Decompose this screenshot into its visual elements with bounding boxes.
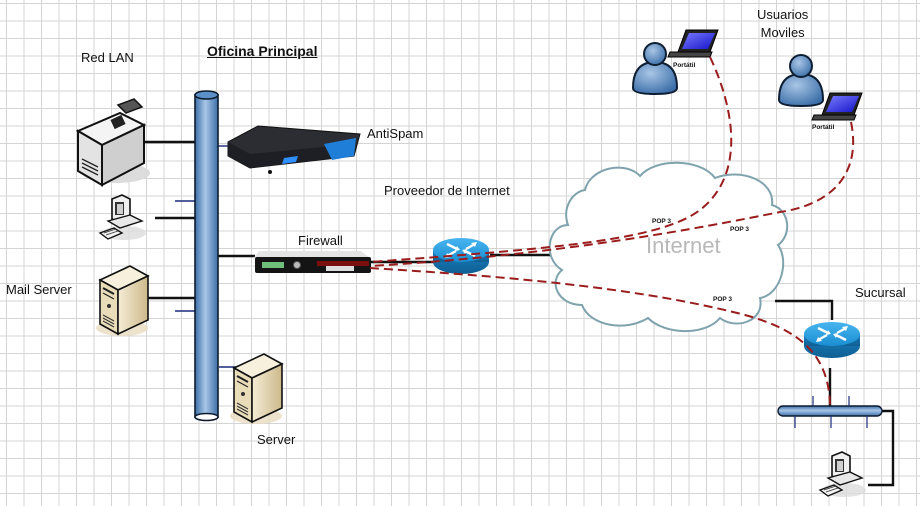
- label-pop-1: POP 3: [652, 218, 672, 225]
- label-portatil-1: Portátil: [673, 62, 696, 69]
- branch-workstation-icon[interactable]: [819, 451, 867, 498]
- label-pop-3: POP 3: [713, 296, 733, 303]
- laptop-1-icon[interactable]: [667, 29, 719, 58]
- label-mail-server: Mail Server: [6, 282, 72, 297]
- link-internet-branch-router: [775, 299, 834, 320]
- workstation-icon[interactable]: [99, 194, 147, 241]
- label-firewall: Firewall: [298, 233, 343, 248]
- label-proveedor: Proveedor de Internet: [384, 183, 510, 198]
- vpn-tunnel-branch: [369, 267, 831, 409]
- label-internet: Internet: [646, 233, 721, 258]
- label-usuarios-moviles: Usuarios Moviles: [757, 6, 808, 42]
- label-portatil-2: Portátil: [812, 124, 835, 131]
- label-moviles: Moviles: [760, 25, 805, 40]
- antispam-appliance-icon[interactable]: [227, 125, 361, 174]
- mobile-user-2-icon[interactable]: [778, 54, 824, 107]
- mobile-user-1-icon[interactable]: [632, 42, 678, 95]
- lan-backbone: [194, 90, 219, 422]
- server-icon[interactable]: [229, 353, 283, 425]
- lan-links: [142, 140, 895, 487]
- vpn-tunnels: [369, 56, 855, 409]
- label-red-lan: Red LAN: [81, 50, 134, 65]
- vpn-tunnel-user-2: [369, 121, 855, 267]
- page-title: Oficina Principal: [207, 43, 318, 59]
- firewall-icon[interactable]: [253, 251, 371, 273]
- mail-server-icon[interactable]: [95, 265, 149, 337]
- printer-icon[interactable]: [75, 98, 150, 187]
- label-server: Server: [257, 432, 296, 447]
- label-usuarios: Usuarios: [757, 7, 809, 22]
- branch-bus: [777, 396, 883, 428]
- vpn-tunnel-user-1: [369, 56, 733, 263]
- label-sucursal: Sucursal: [855, 285, 906, 300]
- label-antispam: AntiSpam: [367, 126, 424, 141]
- label-pop-2: POP 3: [730, 226, 750, 233]
- link-bus-branch-workstation: [868, 409, 895, 487]
